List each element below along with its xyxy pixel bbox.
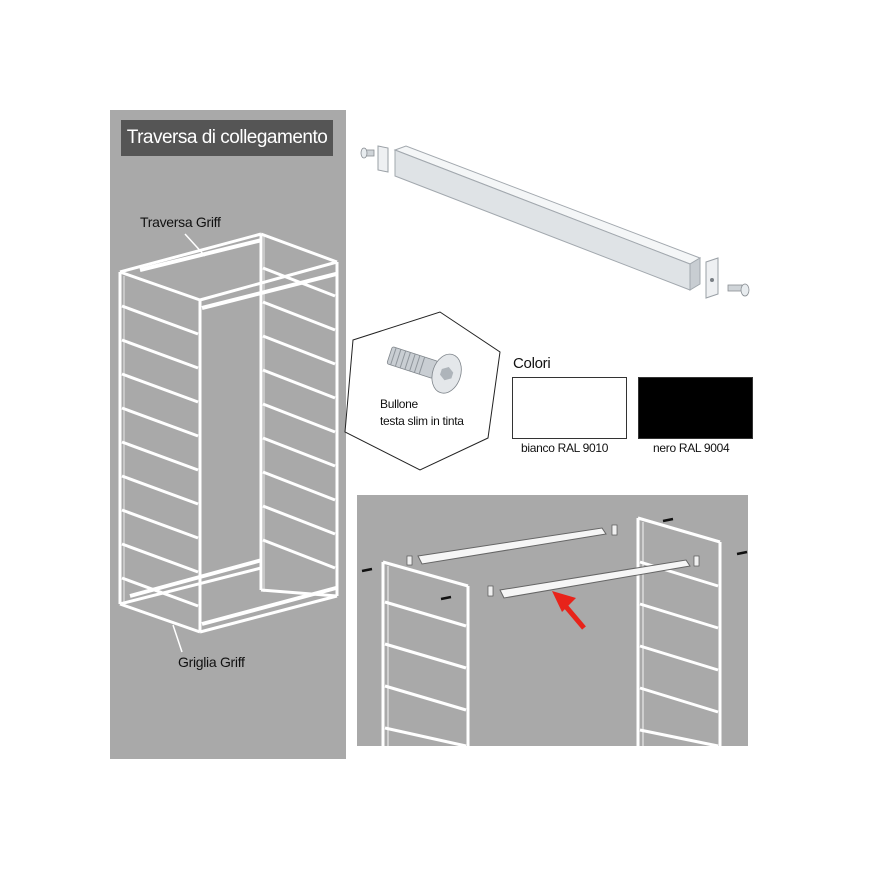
assembled-frame-panel [110, 110, 346, 759]
griglia-griff-label: Griglia Griff [178, 654, 245, 670]
colors-heading: Colori [513, 355, 551, 372]
assembly-bolts-icon [361, 517, 748, 601]
bolt-right-icon [727, 283, 750, 297]
bolt-callout [344, 311, 501, 471]
bolt-label-line2: testa slim in tinta [380, 414, 464, 428]
traversa-bar-product [360, 145, 750, 299]
page-title: Traversa di collegamento [121, 120, 333, 156]
assembly-drawing [361, 516, 748, 748]
right-ladder-rungs [262, 266, 336, 570]
left-ladder-rungs [121, 304, 199, 608]
bolt-label-line1: Bullone [380, 397, 418, 411]
black-swatch [638, 377, 753, 439]
white-swatch-label: bianco RAL 9010 [521, 441, 609, 455]
assembled-frame-drawing [118, 232, 339, 653]
white-swatch [512, 377, 627, 439]
black-swatch-label: nero RAL 9004 [653, 441, 730, 455]
red-arrow-icon [552, 591, 586, 630]
bolt-left-icon [360, 147, 375, 159]
traversa-griff-label: Traversa Griff [140, 214, 221, 230]
